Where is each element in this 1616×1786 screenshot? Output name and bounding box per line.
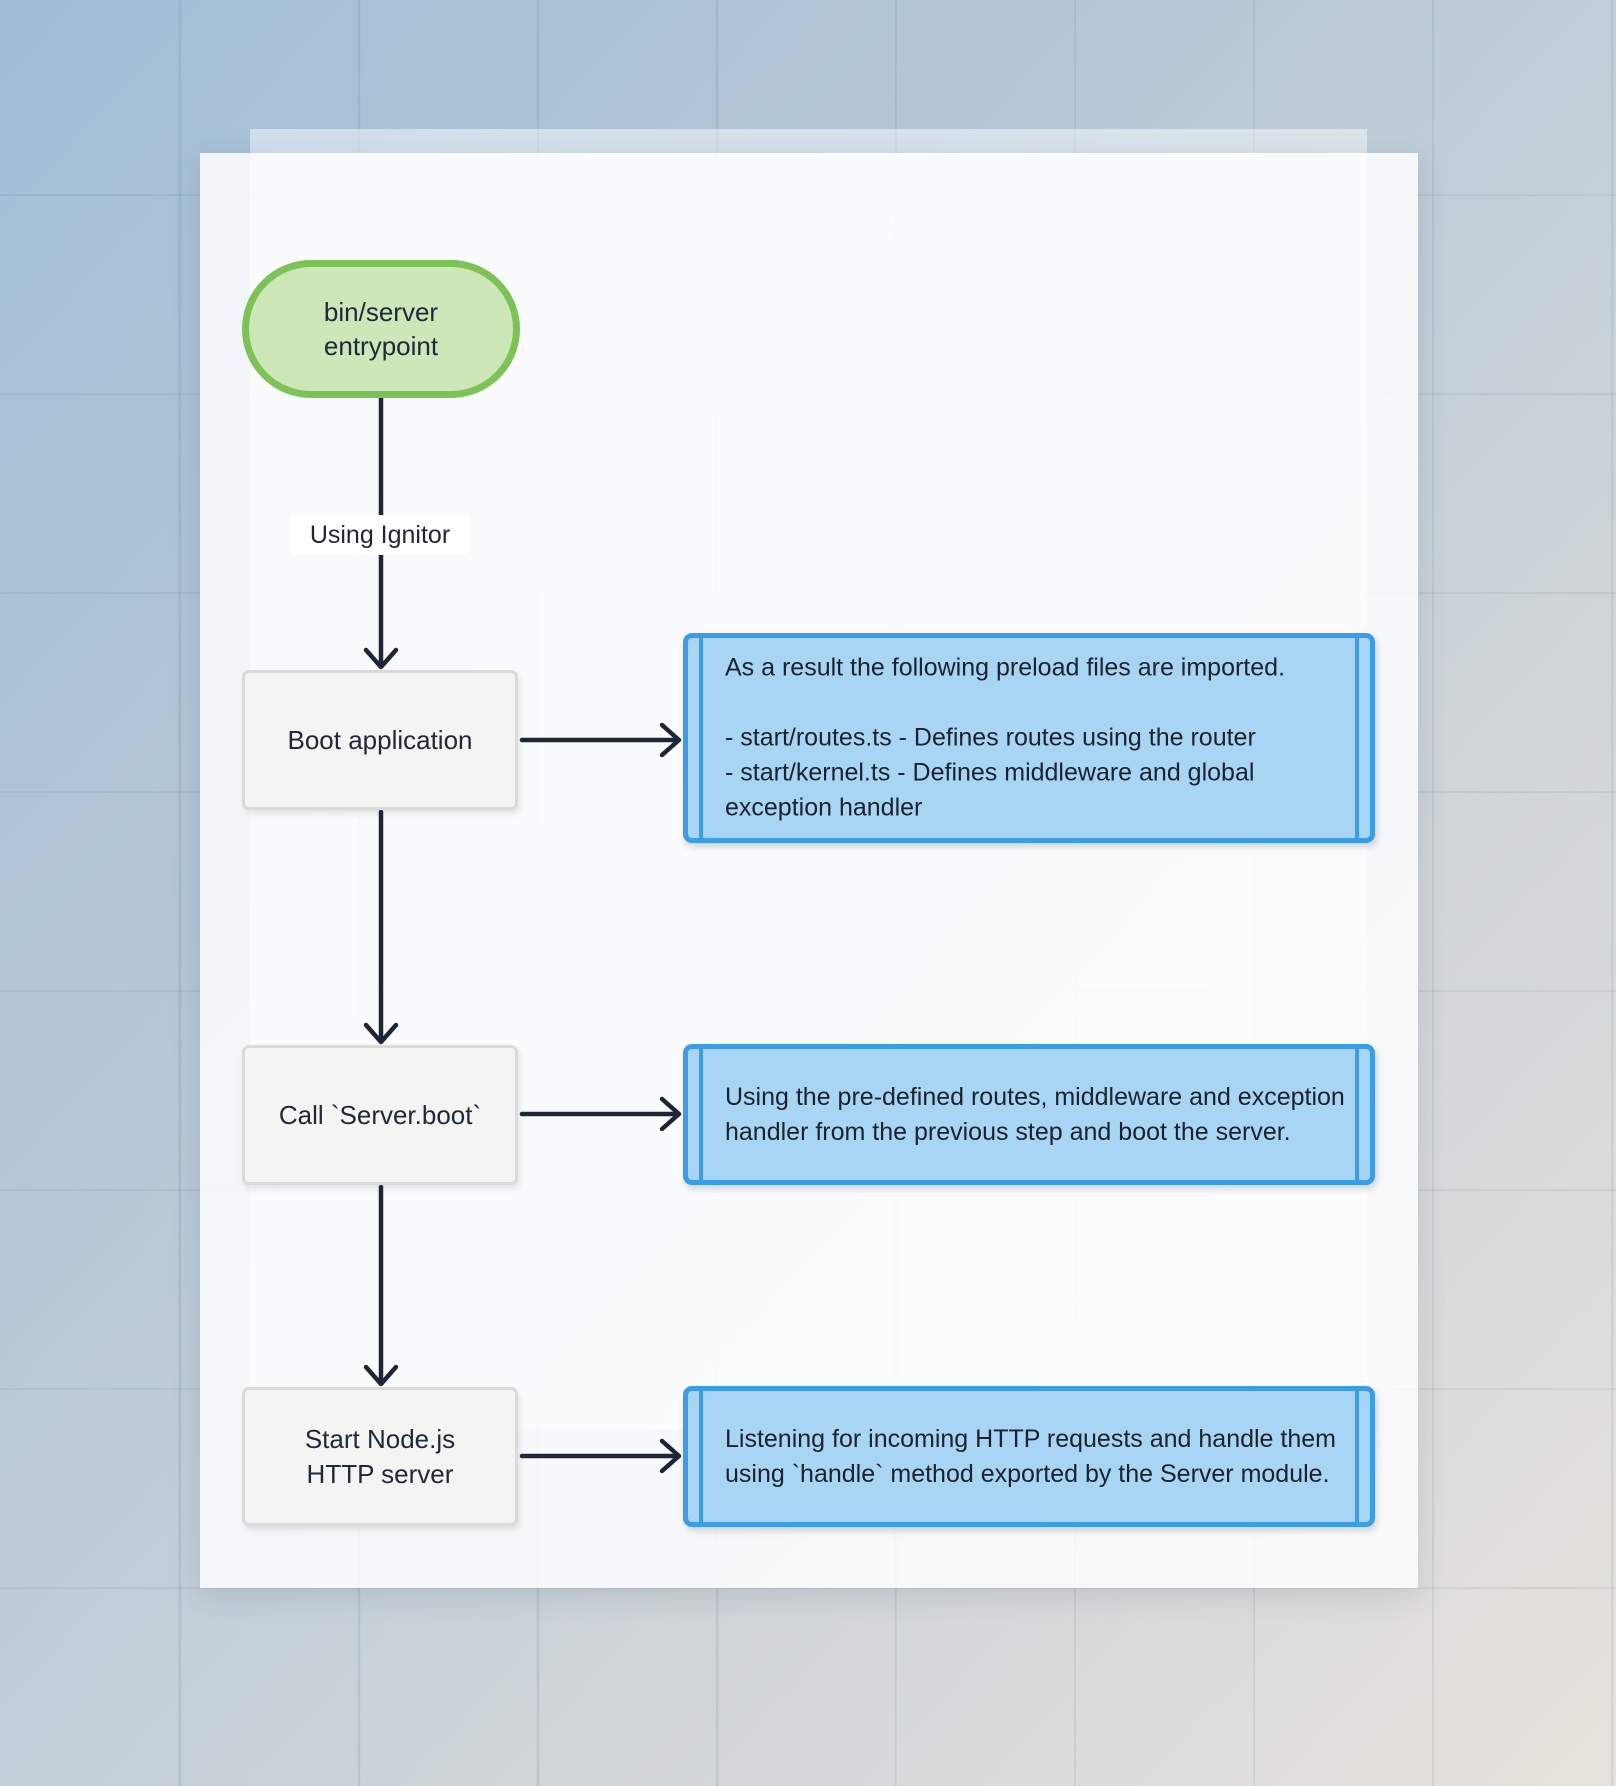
arrow-boot-to-note [519, 722, 682, 758]
note-inner-border-left [699, 1391, 703, 1522]
note-inner-border-right [1355, 1049, 1359, 1180]
node-start-http-server: Start Node.js HTTP server [242, 1387, 518, 1526]
note-boot-server-text: Using the pre-defined routes, middleware… [725, 1082, 1345, 1146]
node-boot-application: Boot application [242, 670, 518, 810]
note-inner-border-right [1355, 638, 1359, 838]
arrow-boot-to-serverboot [363, 809, 399, 1045]
note-preload-files: As a result the following preload files … [683, 633, 1375, 843]
arrow-serverboot-to-http [363, 1184, 399, 1387]
note-inner-border-right [1355, 1391, 1359, 1522]
note-http-listener-text: Listening for incoming HTTP requests and… [725, 1424, 1336, 1488]
note-preload-files-text: As a result the following preload files … [725, 653, 1286, 822]
note-inner-border-left [699, 1049, 703, 1180]
node-bin-server-entrypoint: bin/server entrypoint [242, 260, 520, 398]
note-http-listener: Listening for incoming HTTP requests and… [683, 1386, 1375, 1527]
edge-label-using-ignitor: Using Ignitor [291, 515, 469, 555]
note-inner-border-left [699, 638, 703, 838]
node-call-server-boot: Call `Server.boot` [242, 1045, 518, 1185]
note-boot-server: Using the pre-defined routes, middleware… [683, 1044, 1375, 1185]
arrow-http-to-note [519, 1438, 682, 1474]
arrow-serverboot-to-note [519, 1096, 682, 1132]
